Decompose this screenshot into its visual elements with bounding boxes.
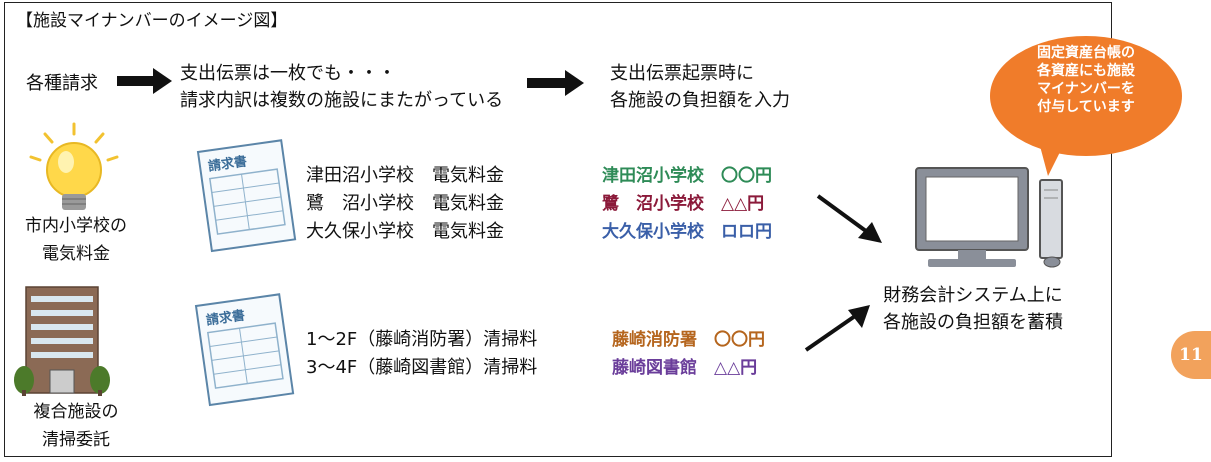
allocation-item: 大久保小学校 ロロ円 <box>602 222 772 242</box>
list-item: 津田沼小学校 電気料金 <box>306 165 504 186</box>
page-number: 11 <box>1171 331 1211 379</box>
case2-label: 複合施設の清掃委託 <box>33 402 119 450</box>
allocation-item: 津田沼小学校 〇〇円 <box>602 166 772 186</box>
case1-items: 津田沼小学校 電気料金 鷺 沼小学校 電気料金 大久保小学校 電気料金 <box>306 162 504 246</box>
case1-label: 市内小学校の電気料金 <box>25 216 127 264</box>
flow-step-2-line2: 請求内訳は複数の施設にまたがっている <box>180 90 504 111</box>
diagram-title: 【施設マイナンバーのイメージ図】 <box>16 11 288 31</box>
diagram-frame <box>4 2 1112 457</box>
list-item: 鷺 沼小学校 電気料金 <box>306 193 504 214</box>
case2-items: 1～2F（藤崎消防署）清掃料 3～4F（藤崎図書館）清掃料 <box>306 326 537 382</box>
flow-step-1: 各種請求 <box>26 73 98 94</box>
list-item: 3～4F（藤崎図書館）清掃料 <box>306 357 538 378</box>
allocation-item: 藤崎図書館 △△円 <box>612 358 758 378</box>
allocation-item: 鷺 沼小学校 △△円 <box>602 194 765 214</box>
case1-allocations: 津田沼小学校 〇〇円 鷺 沼小学校 △△円 大久保小学校 ロロ円 <box>602 162 772 246</box>
system-description: 財務会計システム上に各施設の負担額を蓄積 <box>883 285 1063 333</box>
list-item: 1～2F（藤崎消防署）清掃料 <box>306 329 538 350</box>
case2-allocations: 藤崎消防署 〇〇円 藤崎図書館 △△円 <box>612 326 765 382</box>
list-item: 大久保小学校 電気料金 <box>306 221 504 242</box>
flow-step-2-line1: 支出伝票は一枚でも・・・ <box>180 63 396 84</box>
flow-step-3-line1: 支出伝票起票時に <box>610 63 754 84</box>
allocation-item: 藤崎消防署 〇〇円 <box>612 330 765 350</box>
flow-step-3-line2: 各施設の負担額を入力 <box>610 90 790 111</box>
callout-text: 固定資産台帳の各資産にも施設 マイナンバーを付与しています <box>1037 45 1135 115</box>
